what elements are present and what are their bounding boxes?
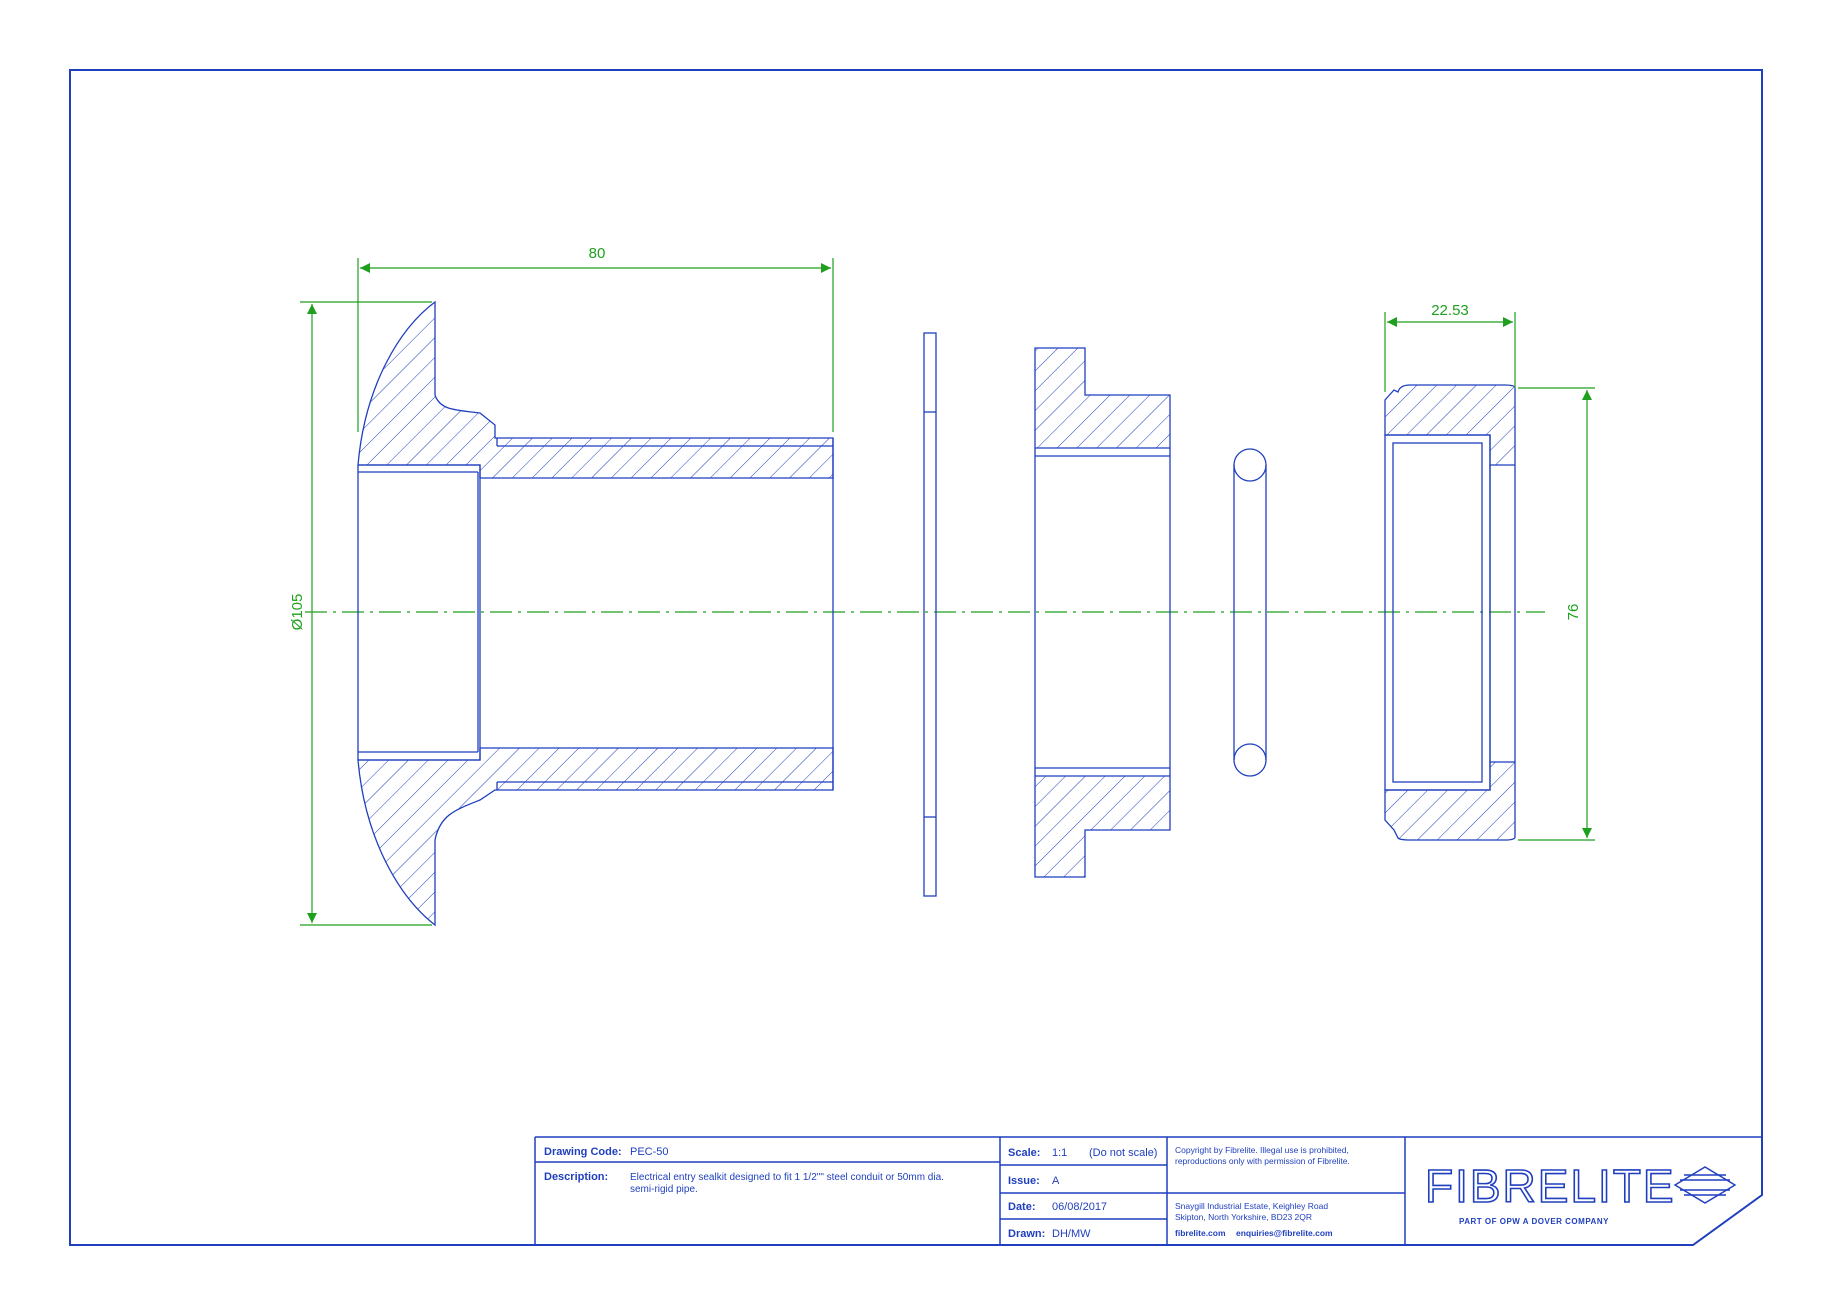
description-line2: semi-rigid pipe. [630,1184,698,1195]
drawn-label: Drawn: [1008,1228,1045,1240]
sheet-border [69,69,1763,1246]
scale-label: Scale: [1008,1147,1040,1159]
scale-note: (Do not scale) [1089,1147,1157,1159]
o-ring-section [1233,448,1267,777]
dimension-length [357,258,834,432]
address-line1: Snaygill Industrial Estate, Keighley Roa… [1175,1201,1328,1211]
dimension-nut-width-label: 22.53 [1431,302,1469,319]
copyright-line2: reproductions only with permission of Fi… [1175,1156,1350,1166]
logo-brand: FIBRELITE [1425,1160,1676,1212]
nut-section [1384,384,1516,841]
logo-mark-icon [1673,1166,1737,1204]
dimension-nut-width [1384,312,1516,392]
washer-section [923,332,937,897]
copyright-line1: Copyright by Fibrelite. Illegal use is p… [1175,1145,1349,1155]
dimension-length-label: 80 [589,245,606,262]
title-block [534,1136,1762,1245]
logo-tagline: PART OF OPW A DOVER COMPANY [1459,1217,1609,1226]
address-line2: Skipton, North Yorkshire, BD23 2QR [1175,1212,1312,1222]
drawing-code-value: PEC-50 [630,1146,669,1158]
date-value: 06/08/2017 [1052,1201,1107,1213]
issue-value: A [1052,1175,1060,1187]
website-link[interactable]: fibrelite.com [1175,1228,1226,1238]
description-line1: Electrical entry sealkit designed to fit… [630,1172,944,1183]
dimension-flange-diameter [300,301,432,926]
seal-bush-section [1034,347,1171,878]
dimension-flange-diameter-label: Ø105 [289,594,306,631]
drawing-code-label: Drawing Code: [544,1146,622,1158]
dimension-nut-diameter [1518,387,1595,841]
dimension-nut-diameter-label: 76 [1565,604,1582,621]
issue-label: Issue: [1008,1175,1040,1187]
description-label: Description: [544,1171,608,1183]
gland-body-section [357,300,834,927]
fibrelite-logo: FIBRELITE PART OF OPW A DOVER COMPANY [1424,1159,1737,1226]
drawn-value: DH/MW [1052,1228,1091,1240]
date-label: Date: [1008,1201,1036,1213]
scale-value: 1:1 [1052,1147,1067,1159]
email-link[interactable]: enquiries@fibrelite.com [1236,1228,1333,1238]
